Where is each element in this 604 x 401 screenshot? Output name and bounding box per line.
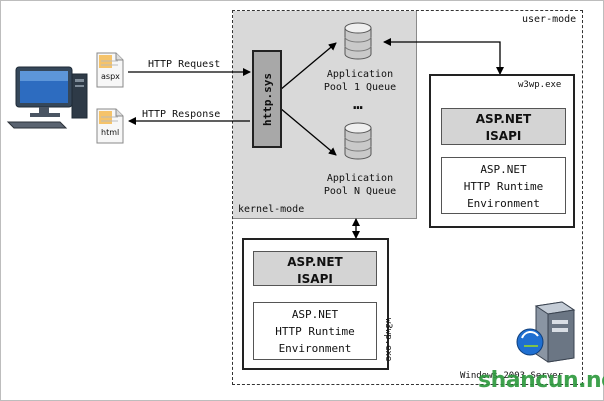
- runtime-box-bottom: ASP.NET HTTP Runtime Environment: [253, 302, 377, 360]
- pool1-arrow: [279, 42, 337, 91]
- poolN-queue-icon: [344, 122, 372, 160]
- runtime-top-line1: ASP.NET: [480, 163, 527, 176]
- aspx-label: aspx: [101, 72, 120, 81]
- server-boundary: [232, 10, 583, 385]
- runtime-bottom-line2: HTTP Runtime: [275, 325, 355, 338]
- windows-server-icon: [516, 301, 576, 363]
- w3wp-top-label: w3wp.exe: [518, 80, 562, 90]
- http-sys-label: http.sys: [260, 72, 274, 126]
- ellipsis: …: [353, 94, 363, 113]
- w3wp-bottom-label: w3wp.exe: [383, 318, 393, 362]
- html-document-icon: [96, 108, 124, 144]
- aspx-document-icon: [96, 52, 124, 88]
- isapi-bottom-line1: ASP.NET: [287, 255, 343, 269]
- watermark-logo: shancun.net: [478, 368, 604, 393]
- isapi-top-line1: ASP.NET: [475, 112, 532, 126]
- pool1-label-line2: Pool 1 Queue: [323, 82, 397, 93]
- isapi-box-bottom: ASP.NET ISAPI: [253, 251, 377, 286]
- pool1-queue-icon: [344, 22, 372, 60]
- isapi-box-top: ASP.NET ISAPI: [441, 108, 566, 145]
- poolN-label-line1: Application: [326, 173, 394, 184]
- pool1-label-line1: Application: [326, 69, 394, 80]
- kernel-mode-label: kernel-mode: [238, 204, 305, 215]
- http-response-label: HTTP Response: [142, 109, 221, 120]
- client-computer-icon: [6, 66, 88, 129]
- pool1-label: Application Pool 1 Queue: [316, 68, 404, 94]
- windows-server-label: Windows 2003 Server: [460, 371, 563, 381]
- runtime-bottom-line3: Environment: [278, 342, 352, 355]
- runtime-top-line2: HTTP Runtime: [463, 180, 544, 193]
- runtime-box-top: ASP.NET HTTP Runtime Environment: [441, 157, 566, 214]
- isapi-top-line2: ISAPI: [485, 129, 522, 143]
- user-mode-label: user-mode: [522, 14, 577, 25]
- poolN-label: Application Pool N Queue: [316, 172, 404, 198]
- html-label: html: [101, 128, 120, 137]
- isapi-bottom-line2: ISAPI: [297, 272, 333, 286]
- runtime-bottom-line1: ASP.NET: [291, 308, 339, 321]
- http-request-label: HTTP Request: [148, 59, 221, 70]
- poolN-arrow: [279, 107, 337, 156]
- runtime-top-line3: Environment: [467, 197, 540, 210]
- poolN-label-line2: Pool N Queue: [323, 186, 397, 197]
- pool1-w3wp-arrow: [383, 38, 504, 75]
- http-sys-box: http.sys: [252, 50, 282, 148]
